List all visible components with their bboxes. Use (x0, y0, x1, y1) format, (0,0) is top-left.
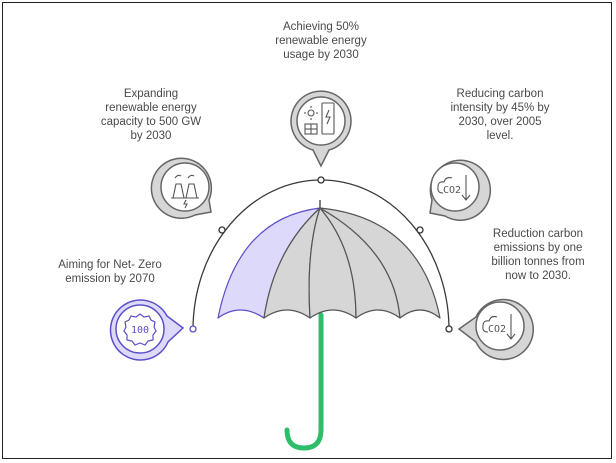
co2-down-icon (437, 175, 471, 201)
co2-icon-text: CO2 (443, 185, 461, 196)
goal-text-net-zero: Aiming for Net- Zero emission by 2070 (58, 259, 162, 285)
goal-text-renewable-usage: Achieving 50% renewable energy usage by … (275, 21, 367, 61)
arc-node (317, 176, 325, 184)
co2-down-icon (482, 314, 516, 340)
arc-node (445, 325, 453, 333)
umbrella-panel-gray (319, 207, 441, 319)
co2-icon-text: CO2 (488, 324, 506, 335)
power-plant-icon (171, 174, 199, 209)
goal-bubble-carbon-intensity: CO2 (429, 159, 492, 221)
goal-text-carbon-intensity: Reducing carbon intensity by 45% by 2030… (450, 88, 550, 142)
image-border (2, 2, 612, 459)
umbrella-handle (284, 312, 324, 451)
solar-battery-icon (304, 102, 335, 135)
goal-text-renewable-capacity: Expanding renewable energy capacity to 5… (100, 88, 202, 142)
goal-bubble-renewable-capacity (150, 157, 213, 220)
badge-100-text: 100 (131, 325, 149, 336)
arc-node (189, 325, 197, 333)
goal-text-emission-reduction: Reduction carbon emissions by one billio… (491, 228, 585, 282)
badge-100-icon (123, 313, 157, 346)
goal-bubble-renewable-usage (290, 90, 352, 168)
goal-bubble-emission-reduction: CO2 (457, 298, 535, 361)
arc-node (416, 226, 424, 234)
goal-bubble-net-zero: 100 (109, 299, 185, 361)
arc-node (218, 226, 226, 234)
